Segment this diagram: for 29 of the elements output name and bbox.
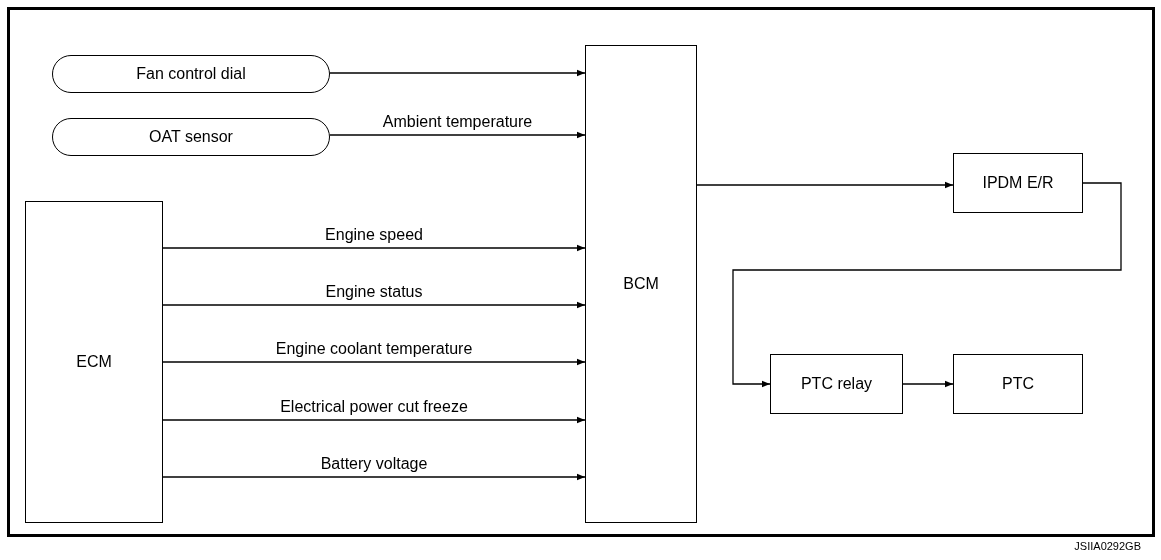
arrow — [329, 69, 586, 77]
edge-label: Electrical power cut freeze — [278, 398, 470, 416]
arrow — [162, 301, 586, 309]
arrow — [162, 416, 586, 424]
edge-label: Engine speed — [323, 226, 425, 244]
arrow — [162, 244, 586, 252]
figure-code: JSIIA0292GB — [1074, 540, 1141, 552]
control-pill — [52, 118, 330, 156]
process-box — [953, 354, 1083, 414]
arrow — [162, 358, 586, 366]
node-label: OAT sensor — [149, 128, 233, 146]
process-box — [770, 354, 903, 414]
arrow — [902, 380, 954, 388]
arrow — [732, 182, 1122, 388]
node-label: BCM — [623, 275, 659, 293]
arrow — [696, 181, 954, 189]
control-pill — [52, 55, 330, 93]
arrow — [162, 473, 586, 481]
process-box — [25, 201, 163, 523]
edge-label: Engine status — [323, 283, 425, 301]
edge-label: Ambient temperature — [380, 113, 535, 131]
node-label: Fan control dial — [136, 65, 246, 83]
process-box — [585, 45, 697, 523]
arrow — [329, 131, 586, 139]
process-box — [953, 153, 1083, 213]
node-label: PTC — [1002, 375, 1034, 393]
node-label: PTC relay — [800, 375, 873, 393]
node-label: ECM — [76, 353, 112, 371]
node-label: IPDM E/R — [982, 174, 1054, 192]
